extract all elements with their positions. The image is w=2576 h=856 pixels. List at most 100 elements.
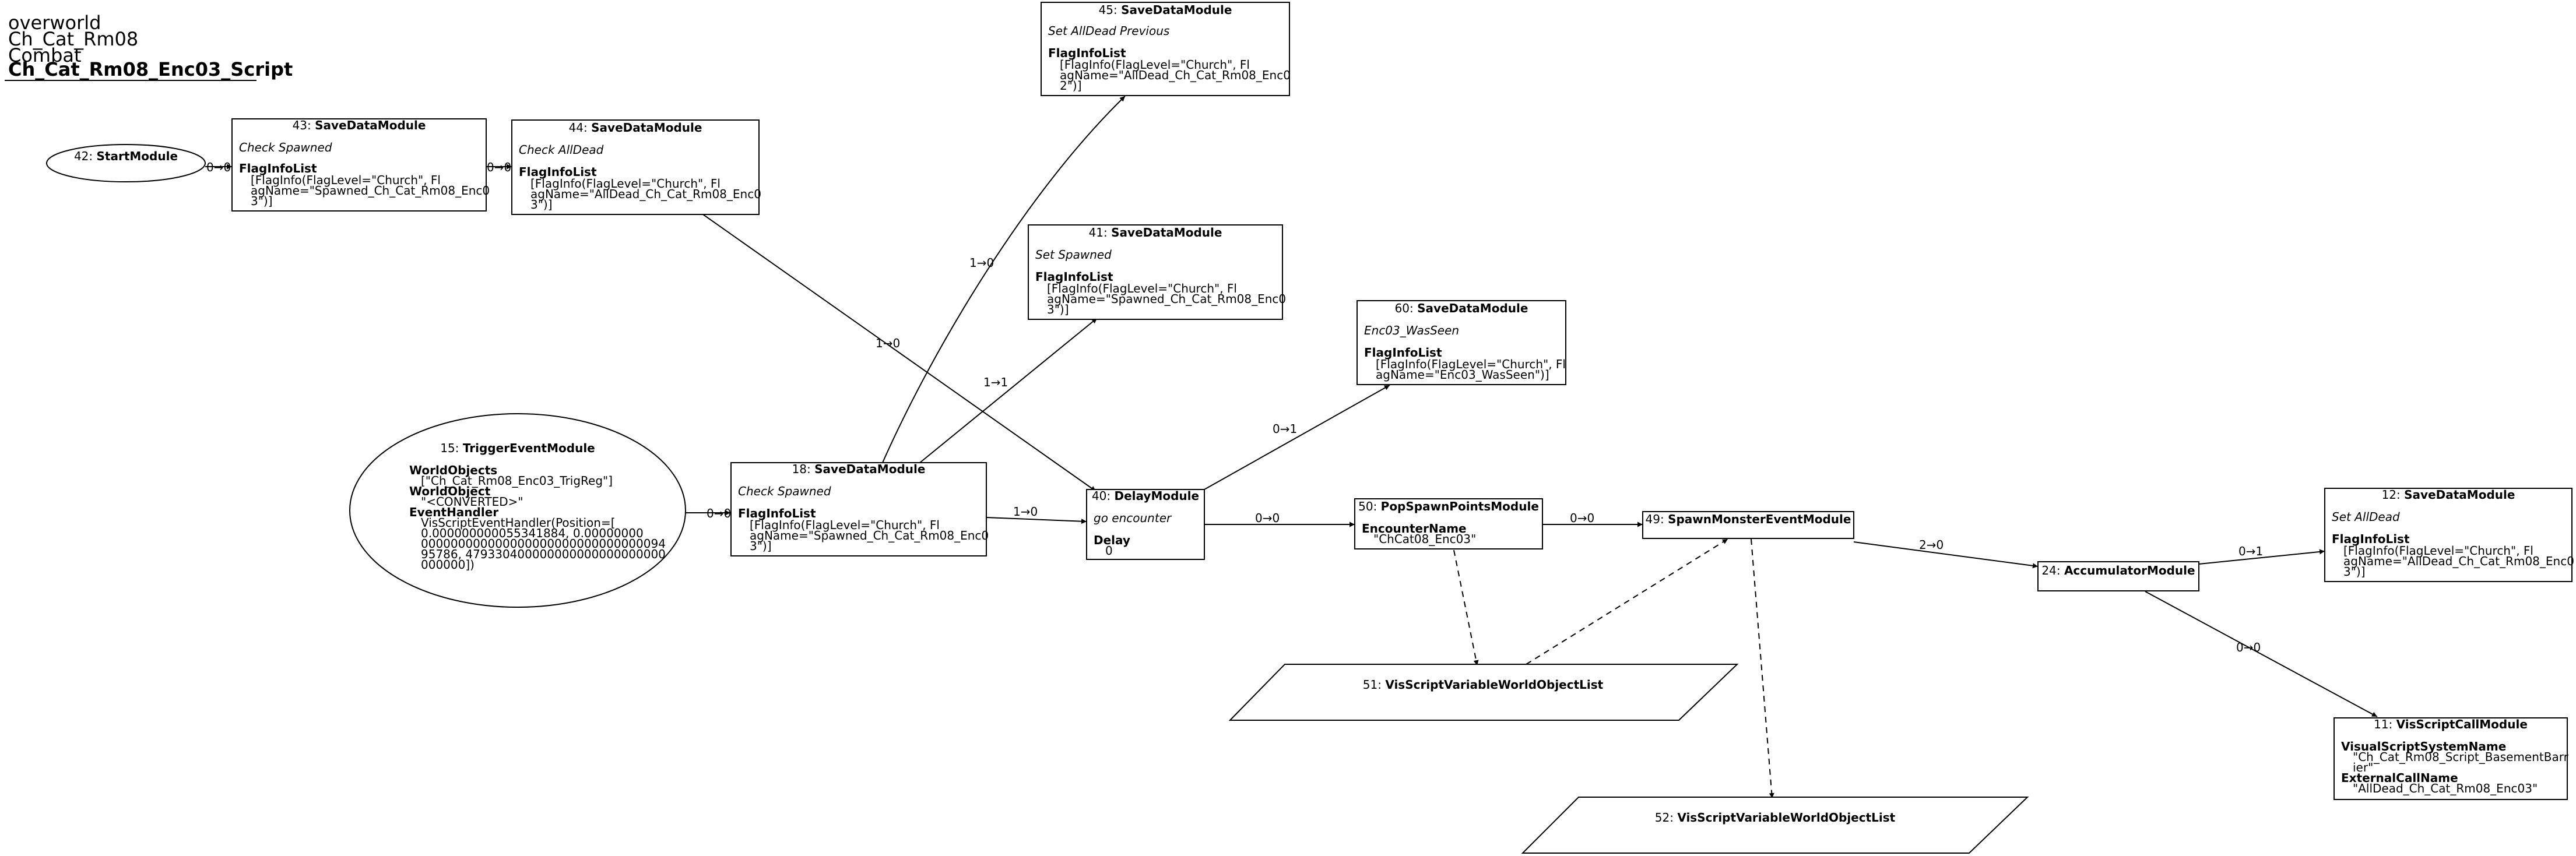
title-line-2: Ch_Cat_Rm08 <box>8 28 138 50</box>
svg-text:EventHandler: EventHandler <box>409 505 498 519</box>
svg-text:44: SaveDataModule: 44: SaveDataModule <box>569 121 702 135</box>
svg-text:FlagInfoList: FlagInfoList <box>519 165 597 179</box>
svg-text:"AllDead_Ch_Cat_Rm08_Enc03": "AllDead_Ch_Cat_Rm08_Enc03" <box>2353 781 2538 795</box>
svg-text:41: SaveDataModule: 41: SaveDataModule <box>1089 226 1222 239</box>
svg-text:51: VisScriptVariableWorldObje: 51: VisScriptVariableWorldObjectList <box>1363 678 1604 692</box>
edge-18-45[interactable] <box>882 96 1126 463</box>
svg-text:Check AllDead: Check AllDead <box>519 143 604 157</box>
svg-text:VisScriptEventHandler(Position: VisScriptEventHandler(Position=[ <box>421 516 616 530</box>
node-49-spawn-monster-event-module[interactable]: 49: SpawnMonsterEventModule <box>1642 511 1854 539</box>
svg-text:000000]): 000000]) <box>421 558 475 572</box>
edge-51-49[interactable] <box>1526 538 1728 665</box>
svg-text:FlagInfoList: FlagInfoList <box>239 161 317 175</box>
svg-text:[FlagInfo(FlagLevel="Church",: [FlagInfo(FlagLevel="Church", Fl <box>2343 544 2533 558</box>
svg-text:Check Spawned: Check Spawned <box>738 484 831 498</box>
svg-text:"Ch_Cat_Rm08_Script_BasementBa: "Ch_Cat_Rm08_Script_BasementBarr <box>2353 750 2569 764</box>
edge-label-42-43: 0→0 <box>206 160 231 174</box>
svg-text:"<CONVERTED>": "<CONVERTED>" <box>421 495 523 509</box>
title-line-1: overworld <box>8 12 101 34</box>
node-11-vis-script-call-module[interactable]: 11: VisScriptCallModule VisualScriptSyst… <box>2333 717 2569 800</box>
svg-text:3")]: 3")] <box>1047 302 1069 316</box>
svg-text:3")]: 3")] <box>750 539 772 553</box>
svg-text:agName="Spawned_Ch_Cat_Rm08_En: agName="Spawned_Ch_Cat_Rm08_Enc0 <box>750 529 989 543</box>
svg-text:0.000000000055341884, 0.000000: 0.000000000055341884, 0.00000000 <box>421 526 644 540</box>
svg-text:"ChCat08_Enc03": "ChCat08_Enc03" <box>1373 532 1476 546</box>
edge-18-41[interactable] <box>919 318 1098 463</box>
svg-text:ier": ier" <box>2353 760 2373 774</box>
graph-title: overworld Ch_Cat_Rm08 Combat Ch_Cat_Rm08… <box>5 12 293 81</box>
node-52-vis-script-variable-world-object-list[interactable]: 52: VisScriptVariableWorldObjectList <box>1521 797 2029 854</box>
edge-label-18-40: 1→0 <box>1013 505 1038 519</box>
node-45-save-data-module[interactable]: 45: SaveDataModule Set AllDead Previous … <box>1041 2 1291 96</box>
svg-text:ExternalCallName: ExternalCallName <box>2341 771 2458 785</box>
svg-text:42: StartModule: 42: StartModule <box>74 149 178 163</box>
edge-label-49-24: 2→0 <box>1919 538 1944 552</box>
edge-40-60[interactable] <box>1204 385 1390 490</box>
svg-text:WorldObject: WorldObject <box>409 484 491 498</box>
edge-50-51[interactable] <box>1453 549 1479 666</box>
svg-text:49: SpawnMonsterEventModule: 49: SpawnMonsterEventModule <box>1646 512 1851 526</box>
svg-text:FlagInfoList: FlagInfoList <box>2332 532 2410 546</box>
node-15-trigger-event-module[interactable]: 15: TriggerEventModule WorldObjects ["Ch… <box>349 413 686 608</box>
node-50-pop-spawn-points-module[interactable]: 50: PopSpawnPointsModule EncounterName "… <box>1354 498 1543 549</box>
svg-text:agName="Spawned_Ch_Cat_Rm08_En: agName="Spawned_Ch_Cat_Rm08_Enc0 <box>1047 292 1286 306</box>
svg-text:[FlagInfo(FlagLevel="Church",: [FlagInfo(FlagLevel="Church", Fl <box>750 518 940 532</box>
svg-text:FlagInfoList: FlagInfoList <box>1048 46 1126 60</box>
svg-text:3")]: 3")] <box>2343 565 2366 579</box>
node-24-accumulator-module[interactable]: 24: AccumulatorModule <box>2037 561 2199 591</box>
node-43-save-data-module[interactable]: 43: SaveDataModule Check Spawned FlagInf… <box>231 118 490 212</box>
svg-text:[FlagInfo(FlagLevel="Church",: [FlagInfo(FlagLevel="Church", Fl <box>1060 58 1250 72</box>
edge-49-24[interactable] <box>1853 541 2039 569</box>
svg-text:2")]: 2")] <box>1060 79 1082 93</box>
svg-text:[FlagInfo(FlagLevel="Church",: [FlagInfo(FlagLevel="Church", Fl <box>251 173 441 187</box>
node-42-start-module[interactable]: 42: StartModule <box>46 144 206 182</box>
edge-label-43-44: 0→0 <box>487 160 511 174</box>
node-41-save-data-module[interactable]: 41: SaveDataModule Set Spawned FlagInfoL… <box>1028 224 1286 320</box>
svg-text:[FlagInfo(FlagLevel="Church",: [FlagInfo(FlagLevel="Church", Fl <box>1047 281 1237 295</box>
edge-label-18-41: 1→1 <box>983 375 1008 389</box>
svg-text:12: SaveDataModule: 12: SaveDataModule <box>2382 488 2515 502</box>
node-44-save-data-module[interactable]: 44: SaveDataModule Check AllDead FlagInf… <box>511 119 761 215</box>
svg-text:[FlagInfo(FlagLevel="Church",: [FlagInfo(FlagLevel="Church", Fl <box>1376 357 1566 371</box>
svg-text:3")]: 3")] <box>530 198 553 212</box>
svg-text:60: SaveDataModule: 60: SaveDataModule <box>1395 301 1528 315</box>
svg-text:go encounter: go encounter <box>1094 511 1172 525</box>
svg-text:FlagInfoList: FlagInfoList <box>738 506 816 520</box>
svg-text:000000000000000000000000000000: 000000000000000000000000000000094 <box>421 537 666 551</box>
edges: 0→0 0→0 1→0 0→0 1→0 1→1 1→0 0→1 0→0 0→0 … <box>205 96 2378 799</box>
edge-44-40[interactable] <box>702 214 1097 492</box>
edge-label-24-12: 0→1 <box>2238 544 2263 558</box>
node-12-save-data-module[interactable]: 12: SaveDataModule Set AllDead FlagInfoL… <box>2324 488 2574 582</box>
title-line-3: Combat <box>8 44 82 66</box>
edge-label-40-50: 0→0 <box>1255 511 1280 525</box>
edge-24-12[interactable] <box>2198 549 2325 565</box>
edge-49-52[interactable] <box>1751 538 1774 799</box>
svg-text:15: TriggerEventModule: 15: TriggerEventModule <box>440 441 595 455</box>
svg-text:Check Spawned: Check Spawned <box>239 140 332 154</box>
svg-text:11: VisScriptCallModule: 11: VisScriptCallModule <box>2374 717 2528 731</box>
node-51-vis-script-variable-world-object-list[interactable]: 51: VisScriptVariableWorldObjectList <box>1228 664 1739 721</box>
node-18-save-data-module[interactable]: 18: SaveDataModule Check Spawned FlagInf… <box>730 462 989 556</box>
svg-text:Set AllDead Previous: Set AllDead Previous <box>1048 24 1169 38</box>
svg-text:0: 0 <box>1105 544 1113 558</box>
nodes: 42: StartModule 43: SaveDataModule Check… <box>46 2 2574 854</box>
svg-text:agName="AllDead_Ch_Cat_Rm08_En: agName="AllDead_Ch_Cat_Rm08_Enc0 <box>2343 554 2574 568</box>
edge-label-18-45: 1→0 <box>969 256 994 270</box>
edge-18-40[interactable] <box>986 517 1087 524</box>
svg-text:WorldObjects: WorldObjects <box>409 463 497 477</box>
svg-text:45: SaveDataModule: 45: SaveDataModule <box>1099 3 1232 17</box>
node-60-save-data-module[interactable]: 60: SaveDataModule Enc03_WasSeen FlagInf… <box>1356 300 1566 385</box>
svg-text:["Ch_Cat_Rm08_Enc03_TrigReg"]: ["Ch_Cat_Rm08_Enc03_TrigReg"] <box>421 474 613 488</box>
svg-text:agName="Spawned_Ch_Cat_Rm08_En: agName="Spawned_Ch_Cat_Rm08_Enc0 <box>251 184 490 198</box>
svg-text:agName="AllDead_Ch_Cat_Rm08_En: agName="AllDead_Ch_Cat_Rm08_Enc0 <box>530 187 761 201</box>
node-40-delay-module[interactable]: 40: DelayModule go encounter Delay 0 <box>1086 489 1205 560</box>
script-name: Ch_Cat_Rm08_Enc03_Script <box>8 58 293 80</box>
svg-text:Enc03_WasSeen: Enc03_WasSeen <box>1364 323 1459 337</box>
svg-text:Delay: Delay <box>1094 533 1130 547</box>
svg-text:[FlagInfo(FlagLevel="Church",: [FlagInfo(FlagLevel="Church", Fl <box>530 177 721 191</box>
svg-text:52: VisScriptVariableWorldObje: 52: VisScriptVariableWorldObjectList <box>1655 811 1896 825</box>
svg-text:agName="Enc03_WasSeen")]: agName="Enc03_WasSeen")] <box>1376 368 1549 382</box>
edge-label-15-18: 0→0 <box>707 506 731 520</box>
edge-24-11[interactable] <box>2145 591 2378 717</box>
